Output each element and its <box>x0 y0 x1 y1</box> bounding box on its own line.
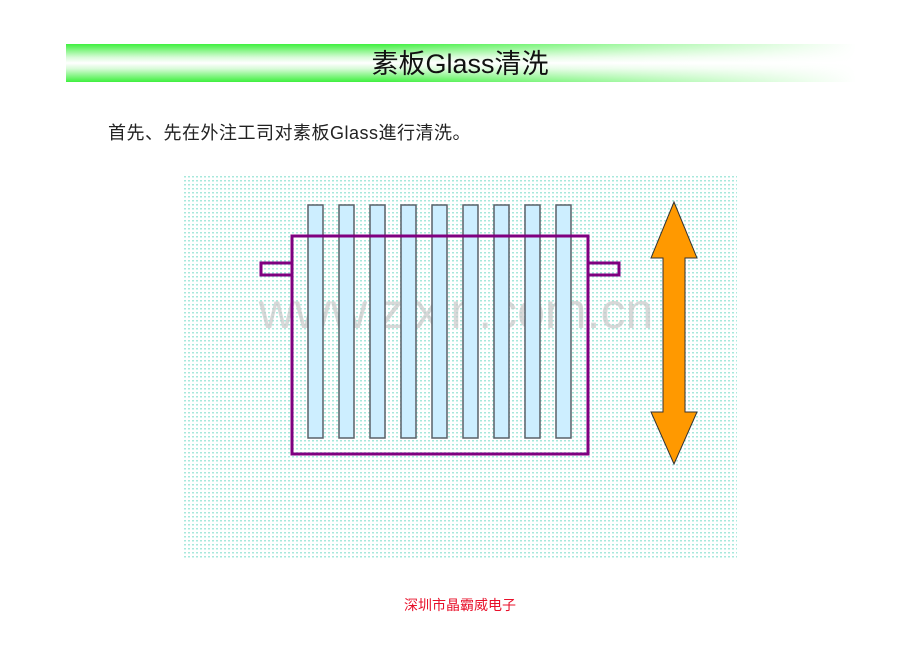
up-down-arrow-icon <box>650 200 698 466</box>
intro-text: 首先、先在外注工司对素板Glass進行清洗。 <box>108 123 472 143</box>
title-banner <box>66 44 856 82</box>
glass-slat <box>369 204 386 439</box>
glass-slat <box>555 204 572 439</box>
cleaning-diagram: www.zixin.com.cn <box>184 176 737 559</box>
glass-slat <box>431 204 448 439</box>
slide-title: 素板Glass清洗 <box>371 49 549 79</box>
glass-slats <box>307 204 572 439</box>
glass-slat <box>524 204 541 439</box>
glass-slat <box>462 204 479 439</box>
glass-slat <box>307 204 324 439</box>
footer-company-name: 深圳市晶霸威电子 <box>404 598 516 614</box>
glass-slat <box>338 204 355 439</box>
glass-slat <box>400 204 417 439</box>
diagram-background <box>184 176 737 559</box>
cleaning-rack-frame <box>290 234 590 456</box>
glass-slat <box>493 204 510 439</box>
